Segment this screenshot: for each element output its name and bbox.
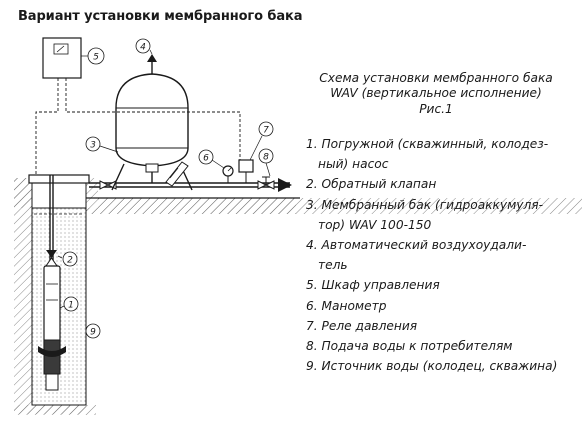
svg-text:1: 1 — [68, 301, 74, 311]
callout-3: 3 — [85, 136, 101, 152]
legend-item-text: 8. Подача воды к потребителям — [306, 339, 513, 354]
callout-2: 2 — [62, 251, 78, 267]
legend-item: 1. Погружной (скважинный, колодез- ный) … — [306, 134, 580, 174]
svg-text:3: 3 — [90, 141, 96, 151]
legend-item: 8. Подача воды к потребителям — [306, 336, 580, 356]
legend-item: 9. Источник воды (колодец, скважина) — [306, 356, 580, 376]
svg-text:6: 6 — [203, 154, 209, 164]
legend-item-text: 7. Реле давления — [306, 318, 418, 333]
figure-caption: Схема установки мембранного бака WAV (ве… — [300, 71, 572, 117]
legend-item-text: 4. Автоматический воздухоудали- — [306, 238, 527, 253]
submersible-pump-icon — [38, 265, 66, 391]
pressure-switch-icon — [238, 159, 254, 183]
callout-7: 7 — [258, 121, 274, 137]
svg-text:2: 2 — [67, 256, 73, 266]
svg-text:7: 7 — [263, 126, 269, 136]
legend-item: 7. Реле давления — [306, 316, 580, 336]
callout-9: 9 — [85, 323, 101, 339]
water-supply-arrow-icon — [278, 178, 292, 192]
legend-item-text: 9. Источник воды (колодец, скважина) — [306, 359, 558, 374]
legend-item-text: 3. Мембранный бак (гидроаккумуля- — [306, 197, 544, 212]
legend-item-text: 5. Шкаф управления — [306, 278, 440, 293]
svg-text:9: 9 — [90, 328, 96, 338]
control-wiring — [35, 78, 241, 175]
pressure-gauge-icon — [222, 165, 234, 183]
legend-item: 4. Автоматический воздухоудали- тель — [306, 235, 580, 275]
svg-text:5: 5 — [93, 53, 99, 63]
legend-item: 2. Обратный клапан — [306, 174, 580, 194]
svg-text:8: 8 — [263, 153, 269, 163]
control-cabinet-icon — [42, 37, 82, 79]
callout-5: 5 — [87, 47, 105, 65]
callout-leaders — [57, 49, 271, 309]
svg-text:4: 4 — [140, 43, 146, 53]
legend-item-continuation: тор) WAV 100-150 — [318, 217, 432, 232]
caption-line: Схема установки мембранного бака — [319, 71, 553, 85]
caption-line: Рис.1 — [419, 101, 453, 116]
callout-4: 4 — [135, 38, 151, 54]
legend-item: 3. Мембранный бак (гидроаккумуля- тор) W… — [306, 195, 580, 235]
legend-item-text: 1. Погружной (скважинный, колодез- — [306, 137, 549, 151]
caption-line: WAV (вертикальное исполнение) — [330, 86, 542, 101]
legend-item-text: 6. Манометр — [306, 298, 387, 313]
legend-item-continuation: ный) насос — [318, 157, 389, 172]
legend-item: 5. Шкаф управления — [306, 275, 580, 295]
component-legend: 1. Погружной (скважинный, колодез- ный) … — [306, 134, 580, 376]
legend-item-continuation: тель — [318, 258, 348, 273]
air-vent-icon — [147, 54, 157, 74]
legend-item: 6. Манометр — [306, 296, 580, 316]
membrane-tank-icon — [111, 73, 193, 191]
legend-item-text: 2. Обратный клапан — [306, 177, 437, 192]
page-title: Вариант установки мембранного бака — [18, 9, 303, 24]
callout-1: 1 — [63, 296, 79, 312]
callout-6: 6 — [198, 149, 214, 165]
callout-8: 8 — [258, 148, 274, 164]
